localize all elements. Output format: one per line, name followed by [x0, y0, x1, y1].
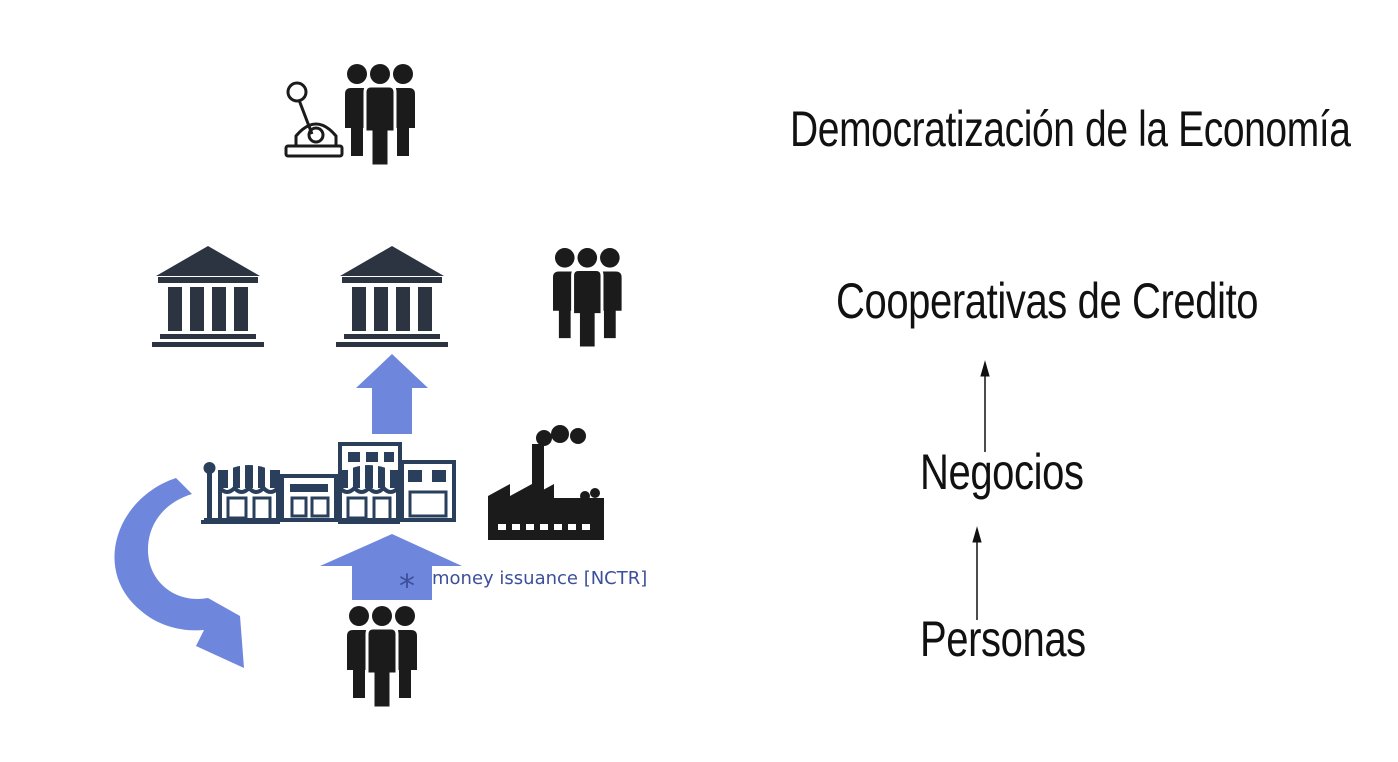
hierarchy-arrow-upper [980, 360, 990, 452]
hierarchy-bottom-label: Personas [920, 611, 1086, 667]
curved-arrow-icon [114, 478, 245, 668]
arrow-up-icon-lower [320, 534, 462, 600]
factory-icon [488, 425, 604, 540]
storefront-row-icon [201, 442, 456, 524]
arrow-up-icon-upper [356, 354, 428, 434]
money-issuance-label: money issuance [NCTR] [432, 568, 648, 589]
bank-icon-left [152, 246, 264, 347]
hierarchy-middle-label: Negocios [920, 444, 1084, 500]
hierarchy-top-label: Cooperativas de Credito [836, 273, 1259, 329]
people-group-icon-bottom [345, 604, 419, 710]
lever-icon [284, 81, 344, 158]
page-title: Democratización de la Economía [790, 101, 1351, 157]
bank-icon-center [336, 246, 448, 347]
people-group-icon-top [343, 62, 417, 168]
annotation-marker: * [399, 567, 415, 605]
people-group-icon-right [551, 246, 624, 350]
hierarchy-arrow-lower [972, 526, 982, 620]
